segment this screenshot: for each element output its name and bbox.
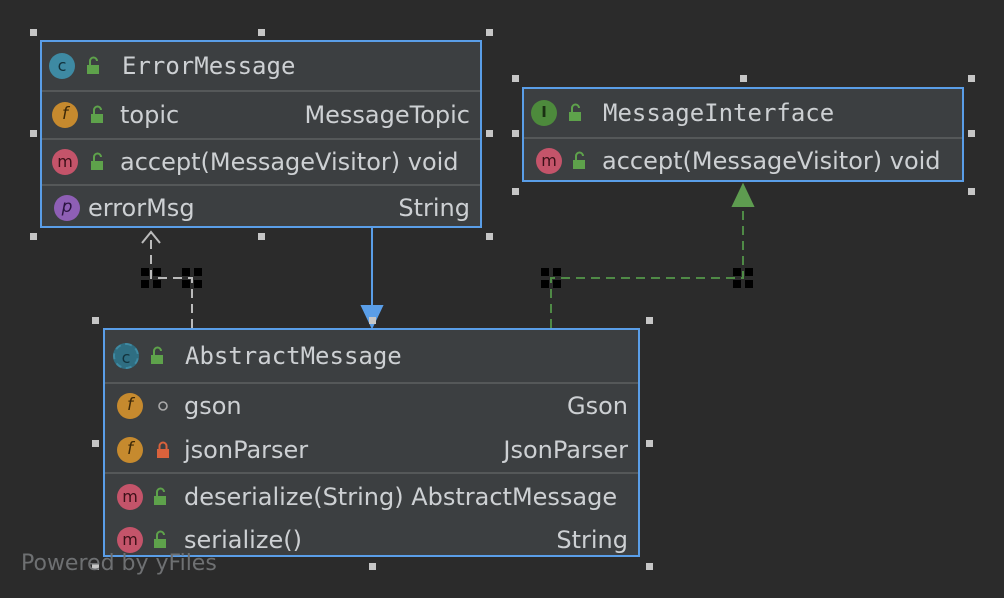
resize-handle[interactable] <box>486 29 493 36</box>
edge-bend-handle[interactable] <box>141 268 161 288</box>
resize-handle[interactable] <box>512 188 519 195</box>
field-icon: f <box>117 393 143 419</box>
resize-handle[interactable] <box>968 75 975 82</box>
node-error-message[interactable]: c ErrorMessage f topic MessageTopic m <box>40 40 482 228</box>
public-visibility-icon <box>154 530 166 548</box>
node-header: I MessageInterface <box>524 89 962 139</box>
field-icon: f <box>52 102 78 128</box>
method-icon: m <box>52 149 78 175</box>
resize-handle[interactable] <box>968 188 975 195</box>
property-type: String <box>398 194 470 222</box>
node-title: AbstractMessage <box>185 342 402 370</box>
public-visibility-icon <box>573 151 585 169</box>
field-row[interactable]: f gson Gson <box>105 384 638 428</box>
resize-handle[interactable] <box>646 563 653 570</box>
resize-handle[interactable] <box>30 130 37 137</box>
method-signature: accept(MessageVisitor) void <box>602 146 941 175</box>
resize-handle[interactable] <box>92 317 99 324</box>
field-row[interactable]: f topic MessageTopic <box>42 92 480 138</box>
method-row[interactable]: m serialize() String <box>105 519 638 561</box>
resize-handle[interactable] <box>486 233 493 240</box>
property-name: errorMsg <box>88 194 195 222</box>
private-visibility-icon <box>157 441 169 458</box>
resize-handle[interactable] <box>92 440 99 447</box>
edge-bend-handle[interactable] <box>541 268 561 288</box>
node-header: c AbstractMessage <box>105 330 638 384</box>
method-signature: accept(MessageVisitor) void <box>120 148 459 176</box>
property-icon: p <box>54 195 80 221</box>
node-title: MessageInterface <box>603 99 835 127</box>
public-visibility-icon <box>91 152 103 170</box>
class-icon: c <box>49 53 75 79</box>
interface-icon: I <box>531 100 557 126</box>
field-name: topic <box>120 101 180 129</box>
fields-section: f gson Gson f jsonParser JsonParser <box>105 384 638 474</box>
resize-handle[interactable] <box>512 130 519 137</box>
field-name: gson <box>184 392 242 420</box>
methods-section: m accept(MessageVisitor) void <box>42 140 480 186</box>
method-row[interactable]: m deserialize(String) AbstractMessage <box>105 474 638 519</box>
public-visibility-icon <box>87 56 99 74</box>
edge-implements-abstractmessage-messageinterface[interactable] <box>550 206 744 328</box>
resize-handle[interactable] <box>968 130 975 137</box>
method-return-type: String <box>556 526 628 554</box>
implements-arrowhead <box>731 182 755 207</box>
resize-handle[interactable] <box>30 233 37 240</box>
public-visibility-icon <box>569 103 581 121</box>
fields-section: f topic MessageTopic <box>42 92 480 140</box>
field-type: Gson <box>567 392 628 420</box>
properties-section: p errorMsg String <box>42 186 480 230</box>
resize-handle[interactable] <box>369 317 376 324</box>
property-row[interactable]: p errorMsg String <box>42 186 480 230</box>
field-row[interactable]: f jsonParser JsonParser <box>105 428 638 472</box>
field-type: MessageTopic <box>304 101 470 129</box>
method-icon: m <box>536 147 562 174</box>
method-icon: m <box>117 527 143 553</box>
methods-section: m accept(MessageVisitor) void <box>524 139 962 182</box>
resize-handle[interactable] <box>486 130 493 137</box>
public-visibility-icon <box>91 105 103 123</box>
resize-handle[interactable] <box>369 563 376 570</box>
node-header: c ErrorMessage <box>42 42 480 92</box>
edge-dependency-abstractmessage-errormessage[interactable] <box>150 232 193 328</box>
yfiles-watermark: Powered by yFiles <box>21 551 217 576</box>
method-signature: deserialize(String) AbstractMessage <box>184 482 618 511</box>
public-visibility-icon <box>151 346 163 364</box>
method-row[interactable]: m accept(MessageVisitor) void <box>524 139 962 182</box>
node-abstract-message[interactable]: c AbstractMessage f gson Gson f <box>103 328 640 557</box>
package-visibility-icon <box>158 401 168 411</box>
resize-handle[interactable] <box>30 29 37 36</box>
dependency-arrowhead <box>141 230 161 244</box>
methods-section: m deserialize(String) AbstractMessage m … <box>105 474 638 561</box>
public-visibility-icon <box>154 487 166 505</box>
field-name: jsonParser <box>184 436 309 464</box>
resize-handle[interactable] <box>646 440 653 447</box>
method-signature: serialize() <box>184 526 302 554</box>
node-title: ErrorMessage <box>122 52 296 80</box>
resize-handle[interactable] <box>646 317 653 324</box>
method-row[interactable]: m accept(MessageVisitor) void <box>42 140 480 184</box>
resize-handle[interactable] <box>258 233 265 240</box>
abstract-class-icon: c <box>113 343 139 369</box>
edge-bend-handle[interactable] <box>733 268 753 288</box>
edge-bend-handle[interactable] <box>182 268 202 288</box>
resize-handle[interactable] <box>740 75 747 82</box>
method-icon: m <box>117 483 143 510</box>
resize-handle[interactable] <box>512 75 519 82</box>
field-type: JsonParser <box>503 436 628 464</box>
extends-arrowhead <box>360 305 384 330</box>
resize-handle[interactable] <box>258 29 265 36</box>
field-icon: f <box>117 437 143 463</box>
resize-handle[interactable] <box>92 563 99 570</box>
node-message-interface[interactable]: I MessageInterface m accept(MessageVisit… <box>522 87 964 182</box>
